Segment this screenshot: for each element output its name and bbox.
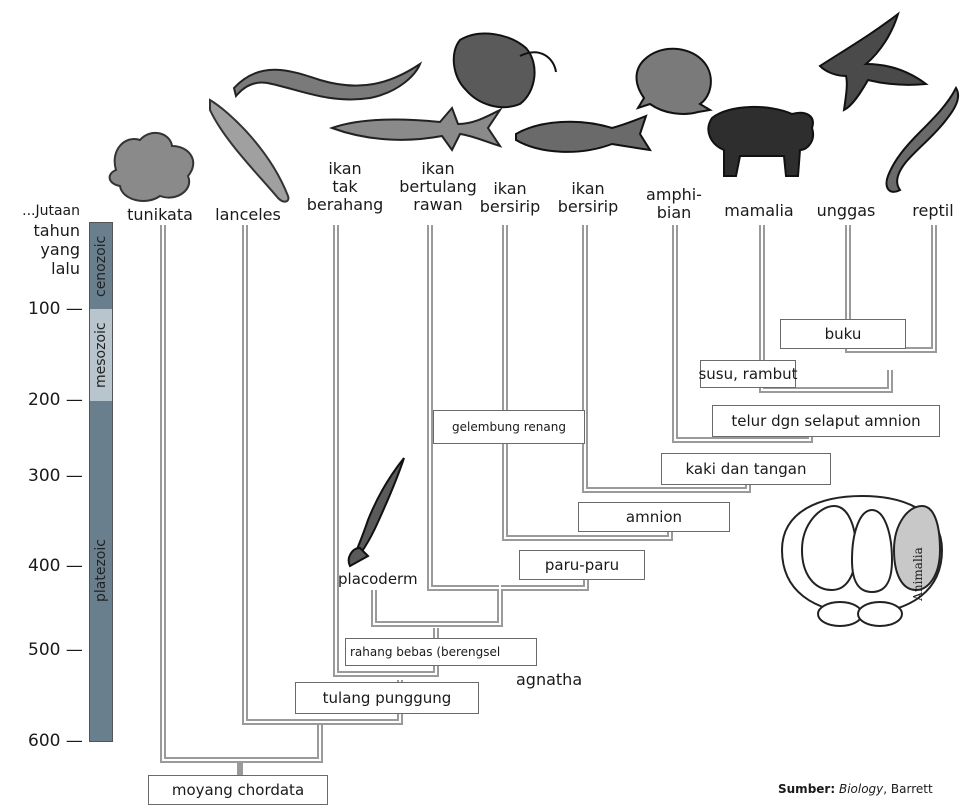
source-suffix: , Barrett: [883, 782, 932, 796]
frog-icon: [637, 49, 711, 114]
eagle-icon: [820, 14, 926, 110]
lancelet-icon: [210, 100, 288, 202]
kingdom-base-left: [818, 602, 862, 626]
shark-icon: [332, 108, 500, 150]
lamprey-icon: [234, 64, 420, 99]
bear-icon: [708, 107, 813, 176]
source-prefix: Sumber:: [778, 782, 835, 796]
source-title: Biology: [839, 782, 883, 796]
label-animalia: Animalia: [882, 544, 954, 604]
label-animalia-text: Animalia: [911, 547, 925, 601]
source-credit: Sumber: Biology, Barrett: [778, 782, 933, 796]
placoderm-fish-icon: [349, 458, 404, 566]
kingdom-base-right: [858, 602, 902, 626]
lizard-icon: [887, 88, 959, 192]
coelacanth-icon: [516, 116, 650, 152]
tunicate-icon: [110, 133, 194, 201]
anglerfish-icon: [454, 34, 556, 108]
